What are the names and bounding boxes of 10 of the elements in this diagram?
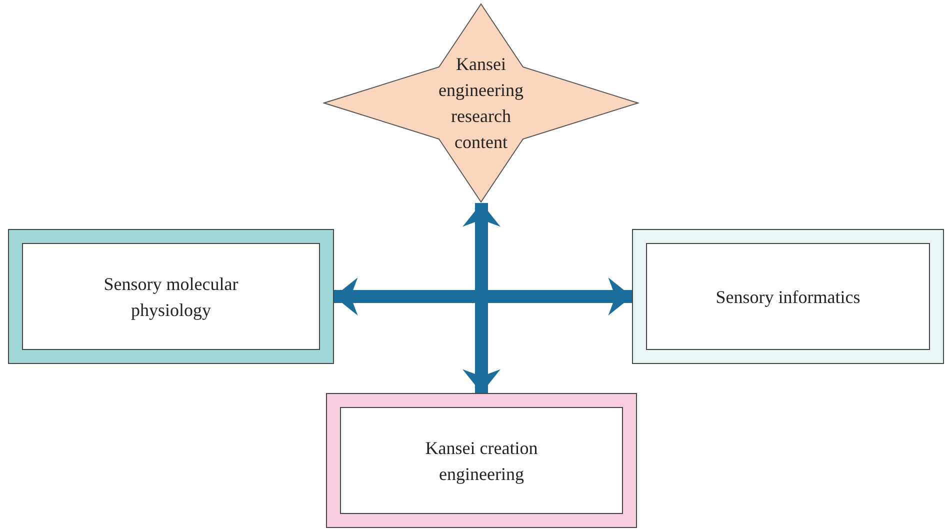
star-label: Kansei engineering research content [438, 53, 524, 154]
box-label: Kansei creation engineering [424, 436, 539, 486]
box-label: Sensory molecular physiology [102, 272, 240, 322]
framed-box [326, 393, 637, 528]
double-arrow [462, 203, 500, 393]
box-label: Sensory informatics [716, 286, 860, 309]
framed-box [8, 229, 334, 364]
double-arrow [334, 278, 632, 316]
framed-box [632, 229, 944, 364]
star-shape [323, 3, 639, 203]
